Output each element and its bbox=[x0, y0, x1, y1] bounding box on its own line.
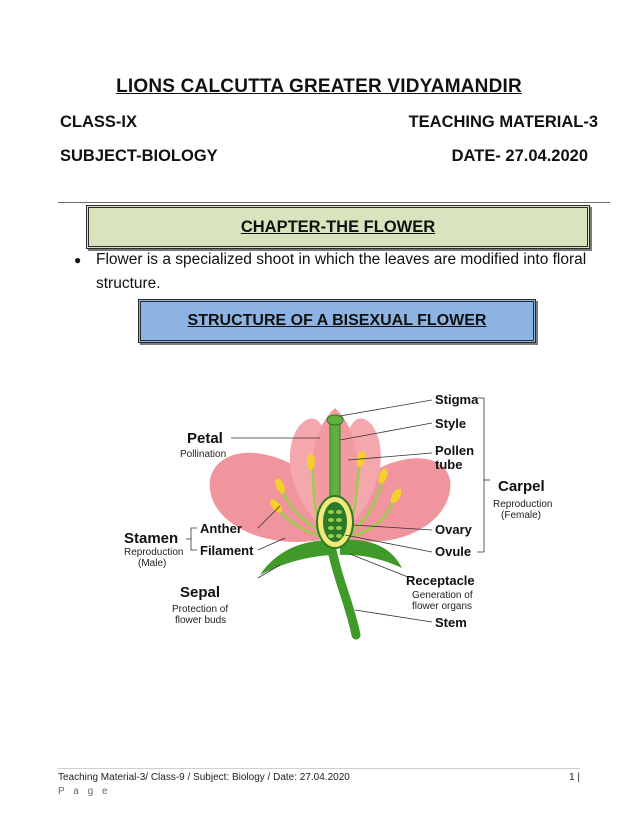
bullet-dot-icon: ● bbox=[74, 253, 82, 267]
label-stigma: Stigma bbox=[435, 392, 479, 407]
divider-line bbox=[58, 202, 610, 203]
subject-row: SUBJECT-BIOLOGY DATE- 27.04.2020 bbox=[60, 147, 598, 166]
label-ovule: Ovule bbox=[435, 544, 471, 559]
sepal-sub-1: Protection of bbox=[172, 604, 228, 615]
label-receptacle: Receptacle bbox=[406, 573, 475, 588]
stamen-sub-1: Reproduction bbox=[124, 547, 183, 558]
class-row: CLASS-IX TEACHING MATERIAL-3 bbox=[60, 113, 598, 132]
carpel-sub-2: (Female) bbox=[501, 510, 541, 521]
page-number: 1 | bbox=[569, 772, 580, 783]
chapter-title: CHAPTER-THE FLOWER bbox=[240, 217, 436, 236]
sepal-right bbox=[340, 539, 402, 568]
carpel-sub-1: Reproduction bbox=[493, 499, 552, 510]
label-filament: Filament bbox=[200, 543, 254, 558]
anthers bbox=[270, 451, 402, 513]
page-footer: Teaching Material-3/ Class-9 / Subject: … bbox=[58, 768, 580, 783]
ovules bbox=[328, 510, 342, 538]
bullet-text: Flower is a specialized shoot in which t… bbox=[96, 251, 587, 292]
sepal-sub-2: flower buds bbox=[175, 615, 226, 626]
footer-text: Teaching Material-3/ Class-9 / Subject: … bbox=[58, 772, 350, 783]
section-title: STRUCTURE OF A BISEXUAL FLOWER bbox=[187, 312, 487, 329]
receptacle-sub-2: flower organs bbox=[412, 601, 472, 612]
flower-diagram: Stigma Style Pollen tube Carpel Reproduc… bbox=[124, 392, 552, 640]
material-label: TEACHING MATERIAL-3 bbox=[408, 113, 598, 131]
section-banner: STRUCTURE OF A BISEXUAL FLOWER bbox=[138, 299, 536, 343]
bullet-item: ● Flower is a specialized shoot in which… bbox=[74, 248, 594, 296]
page-label: P a g e bbox=[58, 786, 111, 797]
class-label: CLASS-IX bbox=[60, 113, 138, 131]
stamen-sub-2: (Male) bbox=[138, 558, 166, 569]
petal-sub: Pollination bbox=[180, 449, 226, 460]
stigma bbox=[326, 414, 344, 426]
school-name: LIONS CALCUTTA GREATER VIDYAMANDIR bbox=[116, 76, 522, 97]
receptacle-sub-1: Generation of bbox=[412, 590, 473, 601]
label-style: Style bbox=[435, 416, 466, 431]
label-stem: Stem bbox=[435, 615, 467, 630]
chapter-banner: CHAPTER-THE FLOWER bbox=[86, 205, 590, 249]
label-sepal: Sepal bbox=[180, 584, 220, 601]
date-label: DATE- 27.04.2020 bbox=[451, 147, 588, 165]
label-stamen: Stamen bbox=[124, 530, 178, 547]
label-pollen: Pollen bbox=[435, 443, 474, 458]
label-petal: Petal bbox=[187, 430, 223, 447]
label-anther: Anther bbox=[200, 521, 242, 536]
stem bbox=[327, 545, 361, 640]
ovary-inner bbox=[323, 502, 347, 542]
subject-label: SUBJECT-BIOLOGY bbox=[60, 147, 218, 165]
sepal-left bbox=[260, 540, 332, 575]
label-carpel: Carpel bbox=[498, 478, 545, 495]
leader-lines bbox=[186, 397, 490, 623]
label-pollen-tube: tube bbox=[435, 457, 462, 472]
label-ovary: Ovary bbox=[435, 522, 473, 537]
